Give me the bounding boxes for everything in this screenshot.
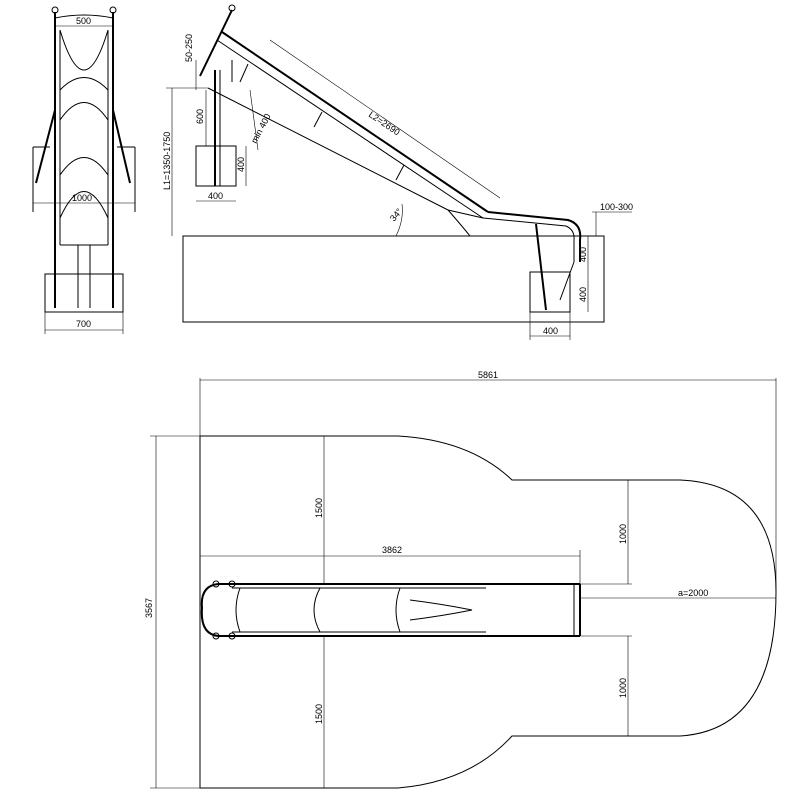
- dim-min-clearance: min 400: [249, 112, 273, 145]
- dim-handle-height: 50-250: [184, 34, 194, 62]
- side-view: 50-250 600 min 400 400 400 L1=1350-1750 …: [162, 4, 633, 340]
- dim-exit-clearance-top: 1000: [618, 524, 628, 544]
- dim-exit-clearance-bottom: 1000: [618, 678, 628, 698]
- dim-exit-post-lower: 400: [578, 287, 588, 302]
- dim-exit-height: 100-300: [600, 202, 633, 212]
- dim-slide-length-plan: 3862: [382, 545, 402, 555]
- dim-slide-angle: 34°: [388, 206, 405, 223]
- dim-total-width: 3567: [144, 598, 154, 618]
- dim-front-top-width: 500: [76, 16, 91, 26]
- plan-view: 5861 3567 3862 1500 1500 1000 1000 a=200…: [144, 370, 777, 789]
- dim-total-length: 5861: [478, 370, 498, 380]
- front-view: 500 1000 700: [32, 6, 136, 334]
- dim-footing-height: 400: [236, 157, 246, 172]
- dim-side-clearance-bottom: 1500: [314, 704, 324, 724]
- dim-side-clearance-top: 1500: [314, 498, 324, 518]
- dim-footing-width: 400: [208, 191, 223, 201]
- dim-platform-height: L1=1350-1750: [162, 132, 172, 190]
- dim-front-base-width: 700: [76, 319, 91, 329]
- dim-exit-post-upper: 400: [578, 247, 588, 262]
- dim-exit-zone: a=2000: [678, 588, 708, 598]
- dim-post-height: 600: [195, 109, 205, 124]
- dim-exit-footing-width: 400: [543, 326, 558, 336]
- dim-front-mid-width: 1000: [72, 193, 92, 203]
